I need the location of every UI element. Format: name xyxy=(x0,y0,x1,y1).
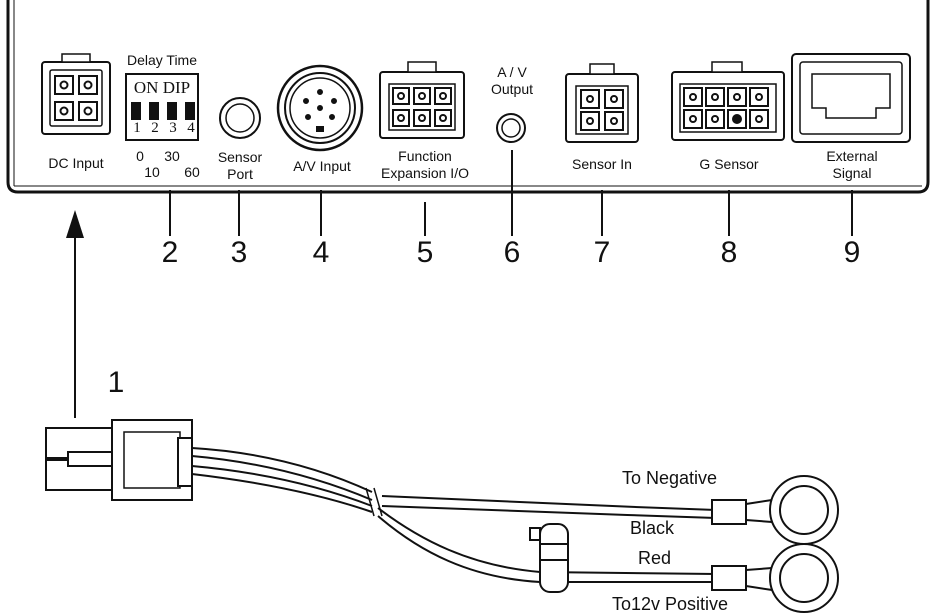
external-signal-label-line1: External xyxy=(826,148,878,164)
sensor-in-label: Sensor In xyxy=(572,156,632,172)
dc-input-arrow xyxy=(66,210,84,418)
callout-2: 2 xyxy=(161,236,179,269)
callout-9: 9 xyxy=(843,236,861,269)
delay-value-10: 10 xyxy=(144,164,160,180)
callout-7: 7 xyxy=(593,236,611,269)
callout-1: 1 xyxy=(107,366,125,399)
red-wire-label: Red xyxy=(638,548,672,568)
dip-number-1: 1 xyxy=(133,120,141,136)
delay-dip-switch xyxy=(125,73,199,141)
delay-value-30: 30 xyxy=(164,148,180,164)
function-expansion-label-line2: Expansion I/O xyxy=(381,165,469,181)
delay-value-0: 0 xyxy=(136,148,144,164)
delay-time-label: Delay Time xyxy=(126,52,198,68)
av-output-label-line1: A / V xyxy=(497,64,527,80)
g-sensor-port xyxy=(671,61,785,141)
to-negative-label: To Negative xyxy=(622,468,718,488)
sensor-port-label-line1: Sensor xyxy=(217,149,263,165)
av-output-jack xyxy=(496,113,526,143)
callout-4: 4 xyxy=(312,236,330,269)
sensor-port-jack xyxy=(219,97,261,139)
function-expansion-port xyxy=(379,61,465,139)
to-12v-positive-label: To12v Positive xyxy=(612,594,729,614)
delay-value-60: 60 xyxy=(184,164,200,180)
dc-input-port xyxy=(41,53,111,135)
sensor-in-port xyxy=(565,63,639,143)
power-cable xyxy=(45,419,839,613)
external-signal-port xyxy=(791,53,911,143)
dip-on-label: ON DIP xyxy=(133,78,191,97)
external-signal-label-line2: Signal xyxy=(832,165,872,181)
callout-3: 3 xyxy=(230,236,248,269)
av-input-connector xyxy=(276,64,364,152)
av-input-label: A/V Input xyxy=(293,158,351,174)
callout-5: 5 xyxy=(416,236,434,269)
dip-number-3: 3 xyxy=(169,120,177,136)
device-rear-panel xyxy=(6,0,930,194)
callout-8: 8 xyxy=(720,236,738,269)
g-sensor-label: G Sensor xyxy=(699,156,759,172)
function-expansion-label-line1: Function xyxy=(398,148,452,164)
black-wire-label: Black xyxy=(630,518,675,538)
av-output-label-line2: Output xyxy=(490,81,534,97)
callout-6: 6 xyxy=(503,236,521,269)
callout-leaders xyxy=(169,150,853,236)
dip-number-2: 2 xyxy=(151,120,159,136)
sensor-port-label-line2: Port xyxy=(227,166,253,182)
dip-number-4: 4 xyxy=(187,120,195,136)
dc-input-label: DC Input xyxy=(48,155,104,171)
